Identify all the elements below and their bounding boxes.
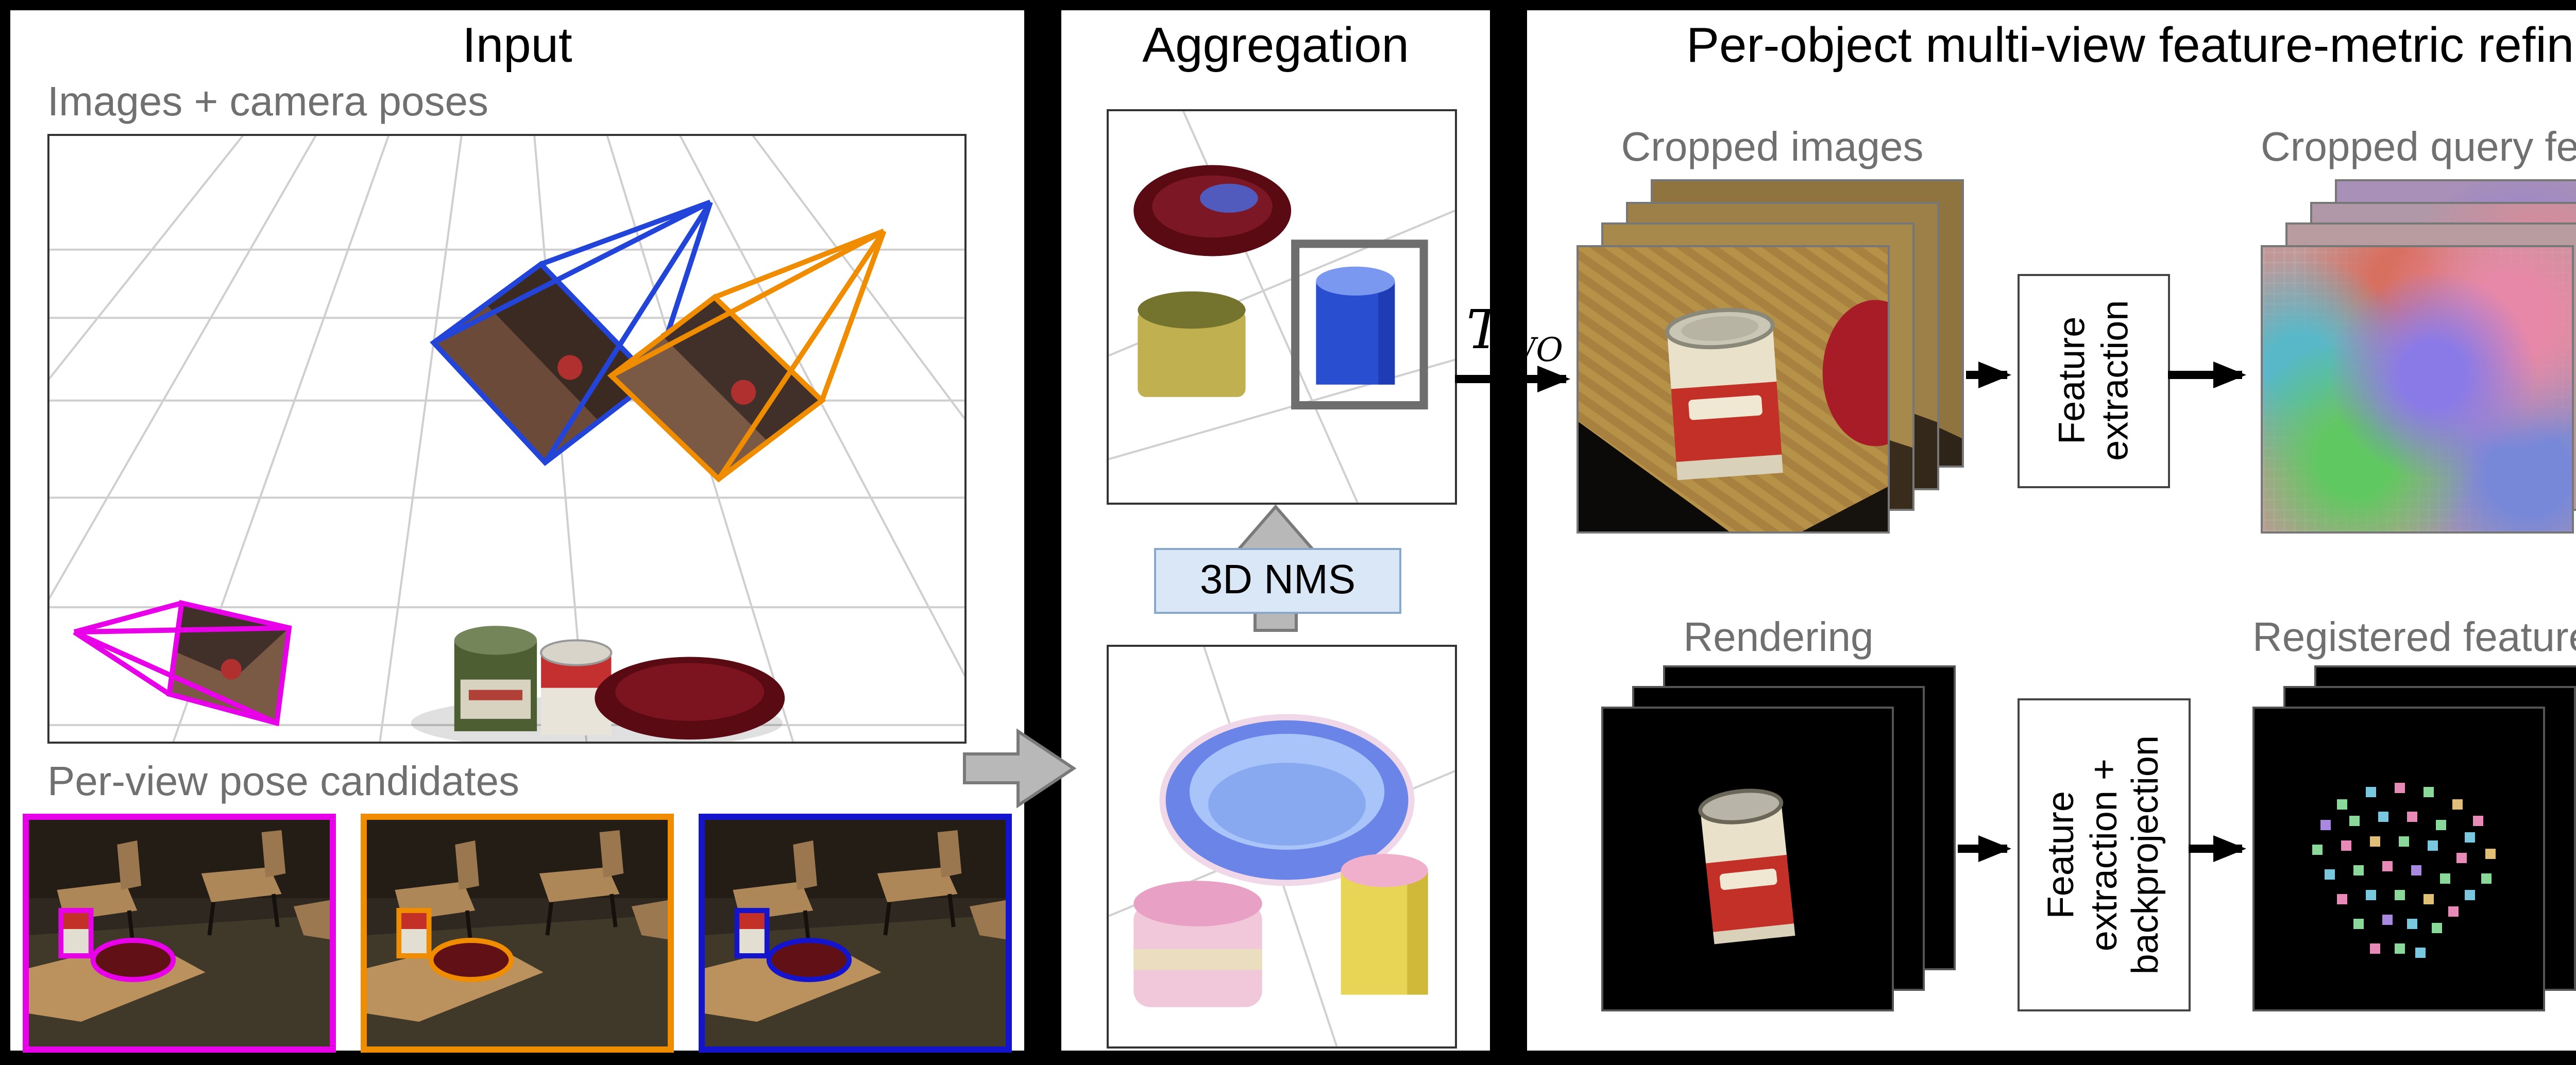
- rendering-label: Rendering: [1683, 616, 1874, 661]
- input-panel: Input Images + camera poses: [4, 4, 1030, 1057]
- registered-features-stack: [2252, 665, 2576, 1016]
- selection-square-icon: [1291, 239, 1428, 410]
- candidate-modes-scene: [1107, 645, 1457, 1049]
- classroom-photo-icon: [367, 820, 668, 1046]
- per-view-candidates-label: Per-view pose candidates: [47, 760, 520, 805]
- pose-candidate-blue: [699, 814, 1012, 1053]
- pose-transform-label: TWO: [1466, 301, 1563, 369]
- refinement-panel: Per-object multi-view feature-metric ref…: [1521, 4, 2576, 1057]
- rendering-stack: [1601, 665, 1956, 1016]
- query-features-stack: [2261, 179, 2576, 534]
- pose-candidate-magenta: [23, 814, 336, 1053]
- rendering-front: [1601, 707, 1894, 1011]
- aggregated-scene: [1107, 109, 1457, 505]
- pose-candidate-orange: [361, 814, 674, 1053]
- feature-extraction-label: Feature extraction: [2051, 300, 2136, 462]
- registered-features-label: Registered features: [2252, 616, 2576, 661]
- aggregation-panel: Aggregation: [1055, 4, 1496, 1057]
- cropped-image-front: [1577, 245, 1890, 534]
- aggregated-objects-icon: [1109, 111, 1455, 503]
- cropped-query-features-label: Cropped query features: [2261, 126, 2576, 171]
- pose-modes-objects-icon: [1109, 647, 1455, 1046]
- camera-frustum-orange-icon: [607, 228, 887, 483]
- registered-feature-front: [2252, 707, 2545, 1011]
- feature-point-cloud-icon: [2337, 799, 2347, 810]
- rendered-can-icon: [1698, 788, 1795, 944]
- cropped-images-stack: [1577, 179, 1968, 534]
- input-title: Input: [462, 19, 572, 74]
- cropped-images-label: Cropped images: [1621, 126, 1924, 171]
- feature-extraction-backprojection-label: Feature extraction + backprojection: [2040, 735, 2167, 975]
- feature-extraction-backprojection-box: Feature extraction + backprojection: [2018, 698, 2191, 1011]
- camera-poses-scene: [47, 134, 967, 744]
- refinement-title: Per-object multi-view feature-metric ref…: [1686, 19, 2576, 74]
- classroom-photo-icon: [705, 820, 1006, 1046]
- images-camera-poses-label: Images + camera poses: [47, 80, 488, 126]
- scene-objects: [411, 626, 785, 742]
- camera-frustum-magenta-icon: [73, 599, 292, 727]
- camera-frustum-blue-icon: [430, 199, 713, 466]
- spam-can-photo-icon: [1579, 300, 1888, 531]
- classroom-photo-icon: [29, 820, 330, 1046]
- query-feature-front: [2261, 245, 2574, 534]
- feature-extraction-box: Feature extraction: [2018, 274, 2170, 488]
- scene-3d-icon: [49, 136, 964, 742]
- aggregation-title: Aggregation: [1142, 19, 1409, 74]
- nms-box: 3D NMS: [1154, 548, 1401, 614]
